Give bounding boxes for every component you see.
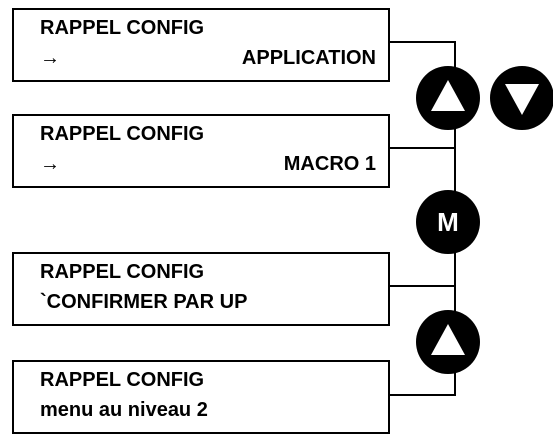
up-arrow-icon <box>431 324 465 355</box>
down-key-button[interactable] <box>490 66 553 130</box>
display-title: RAPPEL CONFIG <box>40 369 205 391</box>
m-key-button[interactable]: M <box>416 190 480 254</box>
right-arrow-icon: → <box>40 153 60 175</box>
up-arrow-icon <box>431 80 465 111</box>
down-arrow-icon <box>505 84 539 115</box>
display-title: RAPPEL CONFIG <box>40 261 205 283</box>
m-key-label: M <box>437 207 459 237</box>
up-key-button[interactable] <box>416 310 480 374</box>
display-macro: RAPPEL CONFIG → MACRO 1 <box>12 114 390 188</box>
display-message: menu au niveau 2 <box>40 399 208 421</box>
display-title: RAPPEL CONFIG <box>40 123 205 145</box>
display-message: `CONFIRMER PAR UP <box>40 291 248 313</box>
display-value: APPLICATION <box>241 47 376 69</box>
right-arrow-icon: → <box>40 47 60 69</box>
display-menu-level: RAPPEL CONFIG menu au niveau 2 <box>12 360 390 434</box>
display-value: MACRO 1 <box>283 153 376 175</box>
display-title: RAPPEL CONFIG <box>40 17 205 39</box>
display-confirm: RAPPEL CONFIG `CONFIRMER PAR UP <box>12 252 390 326</box>
display-application: RAPPEL CONFIG → APPLICATION <box>12 8 390 82</box>
up-key-button[interactable] <box>416 66 480 130</box>
